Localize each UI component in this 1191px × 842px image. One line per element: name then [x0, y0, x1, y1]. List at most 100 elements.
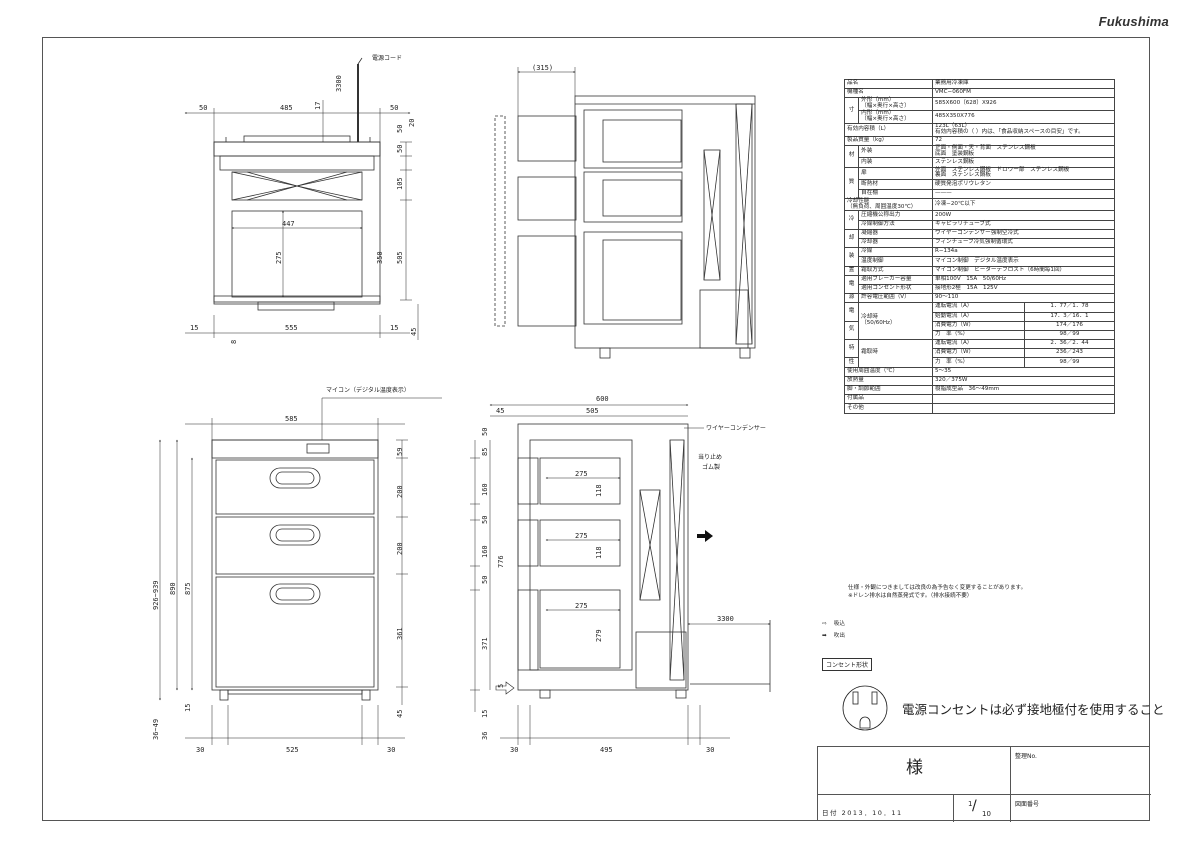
spec-row-cooling-perf: 冷却性能（無負荷、周囲温度30℃）冷凍−20℃以下: [844, 197, 1116, 212]
dim-279: 279: [595, 629, 603, 642]
dim-350: 350: [376, 251, 384, 264]
dim-50-sect-b: 50: [481, 516, 489, 524]
note-line: ※ドレン排水は自然蒸発式です。（排水接続不要）: [848, 593, 973, 599]
dim-275a: 275: [575, 470, 588, 478]
outlet-shape-label: コンセント形状: [822, 658, 873, 671]
spec-row-voltage: 源許容電圧範囲（V）90〜110: [843, 293, 1116, 304]
spec-row-exterior: 材外装正面・側面・天・背面 ステンレス鋼板底面 塗装鋼板: [843, 144, 1116, 168]
dim-505: 505: [586, 407, 599, 415]
dim-160b: 160: [481, 545, 489, 558]
dim-361: 361: [396, 627, 404, 640]
spec-row-weight: 製品質量（kg）72: [844, 135, 1116, 146]
intake-arrow-icon: [495, 681, 515, 695]
dim-50b: 50: [390, 104, 398, 112]
dim-85: 85: [481, 448, 489, 456]
microcomputer-label: マイコン（デジタル温度表示）: [326, 386, 410, 394]
dim-485: 485: [280, 104, 293, 112]
spec-row-refrig-control: 冷媒制御方法キャピラリチューブ式: [845, 219, 1116, 230]
spec-row-outlet: 適用コンセント形状接地形2極 15A 125V: [845, 283, 1116, 295]
exhaust-label: 吹出: [833, 633, 845, 639]
dim-8: 8: [230, 340, 238, 344]
elec-row: 電冷却時（50/60Hz）運転電流（A）1．77／1．78: [843, 302, 1116, 341]
dim-525: 525: [286, 746, 299, 754]
drawing-no-label: 図面番号: [1015, 801, 1040, 808]
dim-30a: 30: [196, 746, 204, 754]
scale: 1 / 10: [953, 795, 1011, 822]
dim-926-939: 926~939: [152, 580, 160, 610]
power-cord-label: 電源コード: [372, 54, 402, 62]
spec-row-breaker: 電適用ブレーカー容量単相100V 15A 50/60Hz: [843, 274, 1116, 295]
intake-label: 吸込: [833, 621, 845, 627]
dim-30b: 30: [387, 746, 395, 754]
dim-36-sect: 36: [481, 732, 489, 740]
title-block: 様 日付 2013．10．11 1 / 10 整理No. 図面番号: [817, 746, 1151, 822]
dim-15b: 15: [390, 324, 398, 332]
wire-condenser-label: ワイヤーコンデンサー: [706, 424, 766, 432]
dim-371: 371: [481, 637, 489, 650]
exhaust-legend-icon: ➡: [822, 633, 827, 639]
spec-row-interior: 内装ステンレス鋼板: [845, 157, 1116, 168]
dim-15-front: 15: [184, 704, 192, 712]
dim-50a: 50: [199, 104, 207, 112]
dim-50-sect-a: 50: [481, 428, 489, 436]
dim-776: 776: [497, 555, 505, 568]
spec-row-legs: 脚・調節範囲樹脂成型品 36〜49mm: [844, 384, 1116, 396]
dim-30c: 30: [510, 746, 518, 754]
dim-45: 45: [496, 407, 504, 415]
dim-105: 105: [396, 177, 404, 190]
elec-row: 特霜取時運転電流（A）2．36／2．44: [843, 339, 1116, 368]
dim-30d: 30: [706, 746, 714, 754]
note-line: 仕様・外観につきましては改良の為予告なく変更することがあります。: [848, 585, 1027, 591]
spec-row-name: 品名業務用冷凍庫: [844, 78, 1116, 90]
dim-118a: 118: [595, 484, 603, 497]
dim-50-sect-c: 50: [481, 576, 489, 584]
dim-555: 555: [285, 324, 298, 332]
spec-row-accessories: 付属品: [844, 394, 1116, 405]
drawing-frame: [42, 37, 1150, 821]
dim-59: 59: [396, 448, 404, 456]
dim-585: 585: [285, 415, 298, 423]
outlet-warning: 電源コンセントは必ず接地極付を使用すること: [902, 702, 1165, 717]
dim-275b: 275: [575, 532, 588, 540]
dim-3300-cord: 3300: [335, 75, 343, 92]
dim-447: 447: [282, 220, 295, 228]
front-section-view: [517, 423, 771, 699]
exhaust-arrow-icon: [697, 530, 713, 542]
dim-5: 5: [497, 684, 505, 688]
scale-numerator: 1: [968, 800, 973, 808]
rear-view: [213, 57, 381, 311]
dim-3300: 3300: [717, 615, 734, 623]
dim-315: (315): [532, 64, 553, 72]
dim-200b: 200: [396, 542, 404, 555]
spec-row-door: 質扉外面 ステンレス鋼板 ドロワー部 ステンレス鋼板裏面 ステンレス鋼板: [843, 166, 1116, 199]
dim-160a: 160: [481, 483, 489, 496]
front-view: [211, 439, 379, 701]
spec-row-insulation: 断熱材硬質発泡ポリウレタン: [845, 179, 1116, 190]
dim-50d: 50: [396, 145, 404, 153]
dim-890: 890: [169, 582, 177, 595]
spec-row-defrost: 置霜取方式マイコン制御 ヒーターデフロスト（6時間毎1回）: [843, 265, 1116, 276]
dim-118b: 118: [595, 546, 603, 559]
dim-45-top: 45: [410, 328, 418, 336]
scale-slash: /: [972, 798, 977, 814]
spec-row-temp-control: 温度制御マイコン制御 デジタル温度表示: [845, 256, 1116, 267]
dim-36-49: 36~49: [152, 719, 160, 740]
intake-legend-icon: ⇨: [822, 621, 827, 627]
spec-row-other: その他: [844, 403, 1116, 414]
stopper-label-1: 当り止め: [698, 453, 722, 461]
spec-row-outer: 寸外形（mm）（幅×奥行×高さ）585X600（628）X926: [843, 97, 1116, 124]
customer-sama: 様: [906, 758, 923, 778]
notes: 仕様・外観につきましては改良の為予告なく変更することがあります。 ※ドレン排水は…: [848, 584, 1026, 600]
ref-no-label: 整理No.: [1011, 747, 1151, 795]
dim-275-top: 275: [275, 251, 283, 264]
spec-row-inner: 内形（mm）（幅×奥行×高さ）485X350X776: [845, 110, 1116, 124]
stopper-label-2: ゴム製: [702, 463, 720, 471]
spec-row-ambient: 使用周囲温度（℃）5〜35: [844, 366, 1116, 377]
side-section-view: [494, 95, 756, 359]
drawing-date: 日付 2013．10．11: [822, 809, 903, 817]
